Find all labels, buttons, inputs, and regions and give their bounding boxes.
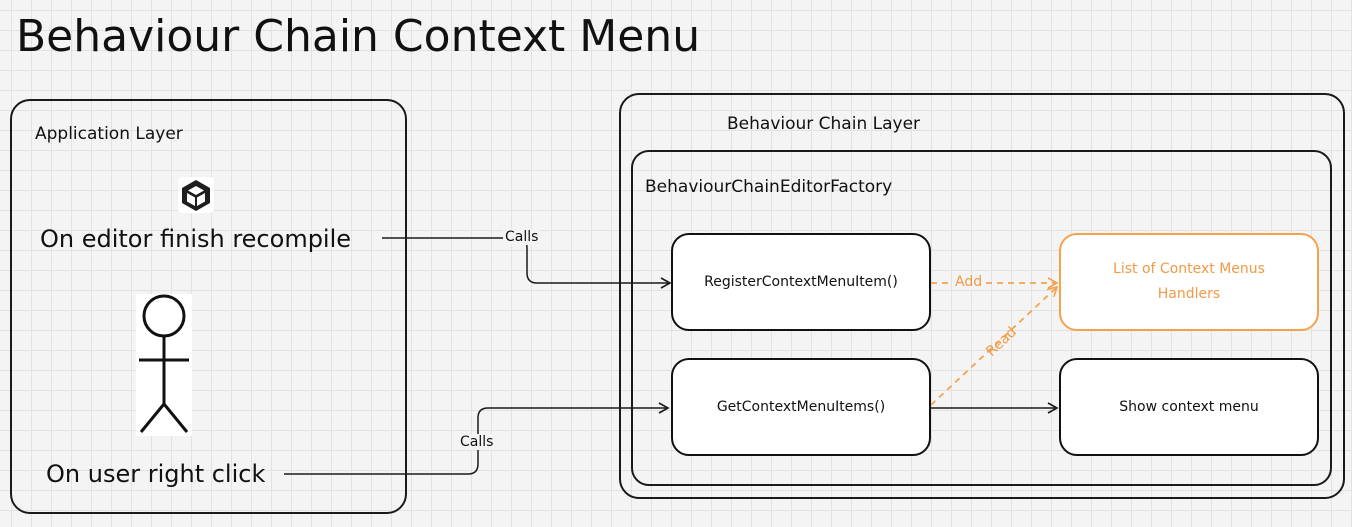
calls-label-register: Calls	[503, 229, 541, 245]
unity-logo-icon	[177, 176, 215, 214]
behaviour-chain-layer-container	[619, 93, 1345, 499]
behaviour-chain-layer-label: Behaviour Chain Layer	[727, 114, 921, 134]
application-layer-container	[10, 99, 407, 514]
show-context-menu-node: Show context menu	[1059, 358, 1319, 456]
page-title: Behaviour Chain Context Menu	[16, 11, 701, 62]
factory-container	[631, 150, 1332, 486]
stick-figure-icon	[136, 294, 192, 436]
user-right-click-event: On user right click	[46, 460, 266, 488]
add-label: Add	[953, 274, 985, 290]
application-layer-label: Application Layer	[35, 124, 183, 144]
factory-label: BehaviourChainEditorFactory	[645, 177, 893, 197]
get-context-menu-items-node: GetContextMenuItems()	[671, 358, 931, 456]
calls-label-get: Calls	[458, 434, 496, 450]
register-context-menu-item-node: RegisterContextMenuItem()	[671, 233, 931, 331]
edge-read	[930, 285, 1059, 406]
context-menu-handlers-list-node: List of Context Menus Handlers	[1059, 233, 1319, 331]
editor-recompile-event: On editor finish recompile	[40, 225, 352, 253]
